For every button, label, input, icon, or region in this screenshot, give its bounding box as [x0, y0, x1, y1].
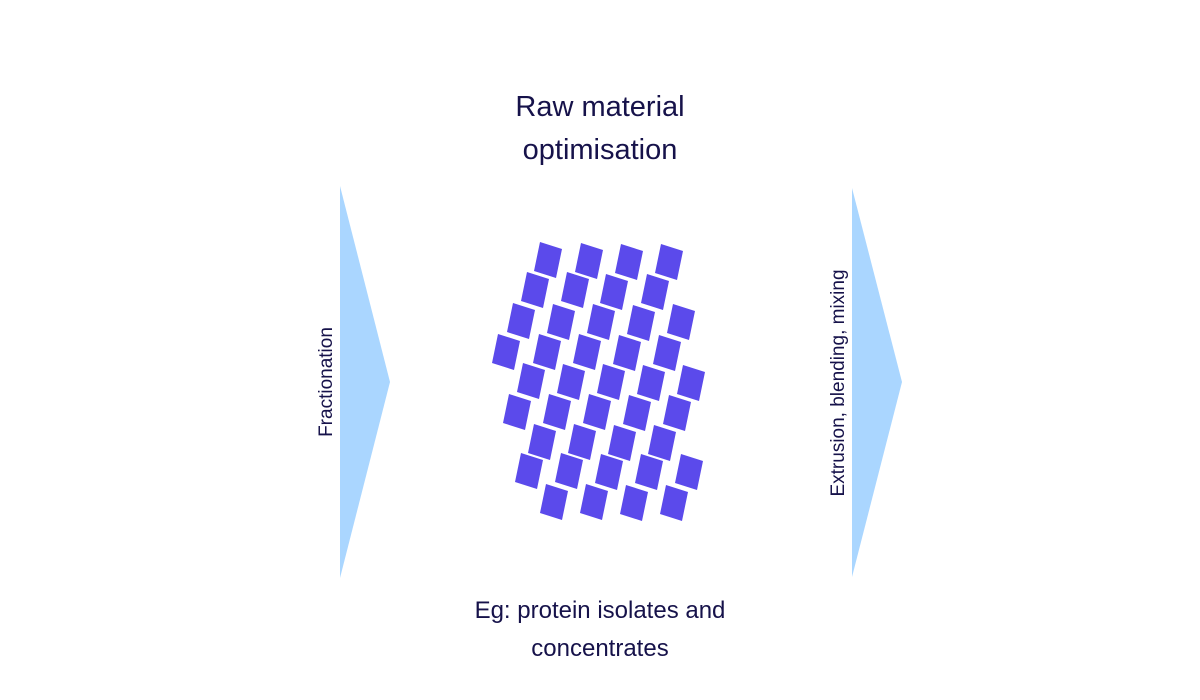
particle-shape — [677, 365, 705, 401]
particle-shape — [568, 424, 596, 460]
particle-shape — [521, 272, 549, 308]
particle-shape — [641, 274, 669, 310]
particle-shape — [635, 454, 663, 490]
particle-shape — [515, 453, 543, 489]
particle-shape — [492, 334, 520, 370]
particle-shape — [595, 454, 623, 490]
right-arrow-label: Extrusion, blending, mixing — [828, 269, 849, 496]
particle-shape — [667, 304, 695, 340]
diamond-particles-icon — [492, 242, 705, 521]
particle-shape — [573, 334, 601, 370]
particle-shape — [533, 334, 561, 370]
particle-shape — [575, 243, 603, 279]
particle-shape — [620, 485, 648, 521]
stage-title: Raw material optimisation — [515, 91, 685, 166]
particle-shape — [597, 364, 625, 400]
particle-shape — [660, 485, 688, 521]
particle-shape — [507, 303, 535, 339]
particle-shape — [580, 484, 608, 520]
left-arrow-label: Fractionation — [316, 327, 337, 437]
particle-shape — [517, 363, 545, 399]
particle-shape — [534, 242, 562, 278]
particle-shape — [503, 394, 531, 430]
right-arrow-shape — [852, 188, 902, 577]
particle-shape — [583, 394, 611, 430]
particle-shape — [557, 364, 585, 400]
particle-shape — [587, 304, 615, 340]
particle-shape — [561, 272, 589, 308]
particle-shape — [555, 453, 583, 489]
right-process-arrow: Extrusion, blending, mixing — [828, 188, 902, 577]
stage-caption: Eg: protein isolates and concentrates — [474, 597, 726, 662]
particle-shape — [528, 424, 556, 460]
left-arrow-shape — [340, 186, 390, 578]
particle-shape — [540, 484, 568, 520]
particle-shape — [663, 395, 691, 431]
left-process-arrow: Fractionation — [316, 186, 390, 578]
particle-shape — [653, 335, 681, 371]
particle-shape — [547, 304, 575, 340]
particle-shape — [543, 394, 571, 430]
particle-shape — [600, 274, 628, 310]
particle-shape — [608, 425, 636, 461]
particle-shape — [637, 365, 665, 401]
particle-shape — [648, 425, 676, 461]
particle-shape — [623, 395, 651, 431]
particle-shape — [655, 244, 683, 280]
particle-shape — [627, 305, 655, 341]
particle-shape — [675, 454, 703, 490]
particle-shape — [615, 244, 643, 280]
particle-shape — [613, 335, 641, 371]
